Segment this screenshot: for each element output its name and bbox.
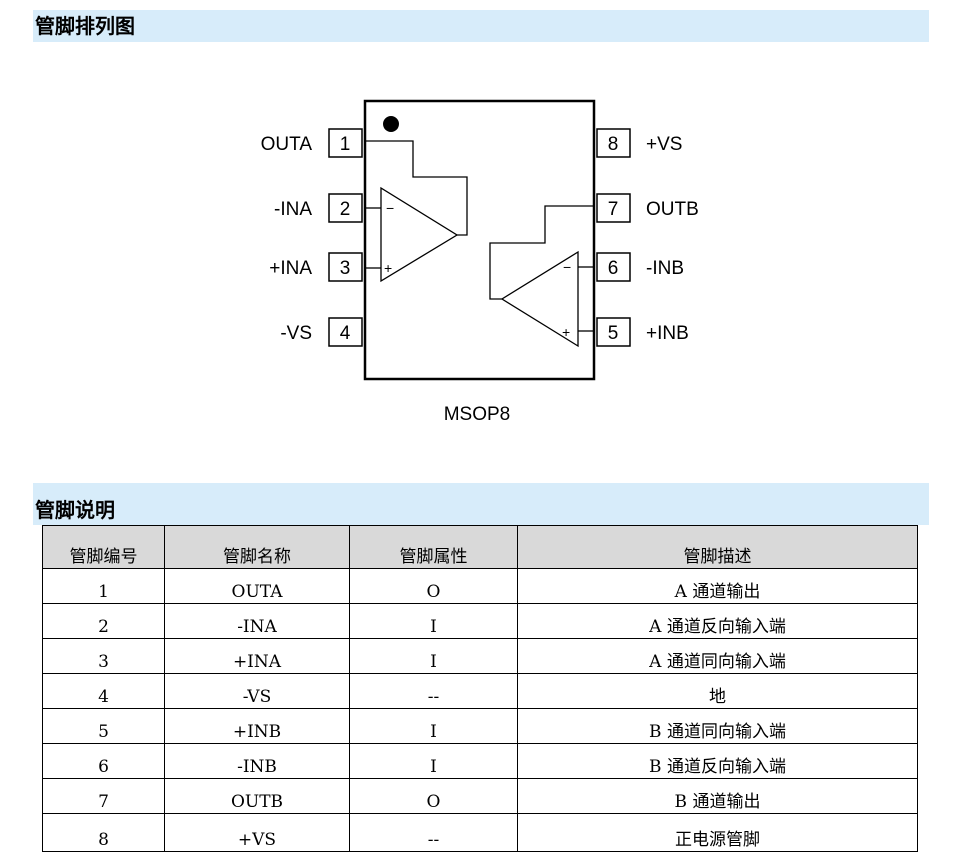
table-row: 4 -VS -- 地 <box>42 673 918 709</box>
opamp-a-minus-sign: − <box>386 200 394 216</box>
opamp-b-feedback-wire <box>489 205 594 300</box>
pinout-section-header: 管脚排列图 <box>33 10 929 42</box>
cell-pin-description: A 通道输出 <box>517 568 918 604</box>
cell-pin-name: +INA <box>164 638 350 674</box>
cell-pin-description: B 通道输出 <box>517 778 918 814</box>
cell-pin-description: B 通道同向输入端 <box>517 708 918 744</box>
cell-pin-attribute: I <box>349 603 518 639</box>
cell-pin-number: 4 <box>42 673 165 709</box>
cell-pin-number: 7 <box>42 778 165 814</box>
table-header-row: 管脚编号 管脚名称 管脚属性 管脚描述 <box>42 525 918 569</box>
table-row: 1 OUTA O A 通道输出 <box>42 568 918 604</box>
opamp-b-minus-sign: − <box>563 259 571 275</box>
pin-name: +INA <box>269 258 312 279</box>
table-row: 3 +INA I A 通道同向输入端 <box>42 638 918 674</box>
cell-pin-number: 5 <box>42 708 165 744</box>
header-pin-name: 管脚名称 <box>164 525 350 569</box>
pin-name: OUTB <box>646 199 699 220</box>
cell-pin-number: 8 <box>42 813 165 852</box>
right-pin-8: 8 +VS <box>596 128 682 158</box>
cell-pin-name: OUTA <box>164 568 350 604</box>
cell-pin-attribute: I <box>349 638 518 674</box>
pin-number: 6 <box>608 258 619 279</box>
header-pin-description: 管脚描述 <box>517 525 918 569</box>
pin-number: 8 <box>608 134 619 155</box>
pin-number: 4 <box>340 323 351 344</box>
cell-pin-name: -VS <box>164 673 350 709</box>
pin-number: 2 <box>340 199 351 220</box>
package-label: MSOP8 <box>444 404 511 425</box>
pin-name: -VS <box>280 323 312 344</box>
cell-pin-name: +INB <box>164 708 350 744</box>
pin-name: +INB <box>646 323 689 344</box>
pinout-diagram: 1 OUTA 2 -INA 3 +INA 4 -VS 8 +VS 7 OUTB … <box>261 99 699 425</box>
table-row: 6 -INB I B 通道反向输入端 <box>42 743 918 779</box>
cell-pin-attribute: O <box>349 568 518 604</box>
opamp-a-triangle <box>380 186 459 283</box>
left-pin-2: 2 -INA <box>274 193 363 223</box>
pin-number: 5 <box>608 323 619 344</box>
table-row: 8 +VS -- 正电源管脚 <box>42 813 918 852</box>
opamp-a-plus-sign: + <box>384 260 392 276</box>
pin-name: OUTA <box>261 134 313 155</box>
opamp-b-plus-sign: + <box>562 324 570 340</box>
table-row: 2 -INA I A 通道反向输入端 <box>42 603 918 639</box>
description-section-header: 管脚说明 <box>33 483 929 525</box>
cell-pin-name: -INB <box>164 743 350 779</box>
cell-pin-attribute: -- <box>349 673 518 709</box>
cell-pin-number: 6 <box>42 743 165 779</box>
right-pin-6: 6 -INB <box>596 252 684 282</box>
cell-pin-description: B 通道反向输入端 <box>517 743 918 779</box>
cell-pin-number: 3 <box>42 638 165 674</box>
pin-number: 7 <box>608 199 619 220</box>
right-pin-5: 5 +INB <box>596 317 689 347</box>
cell-pin-description: A 通道同向输入端 <box>517 638 918 674</box>
header-pin-attribute: 管脚属性 <box>349 525 518 569</box>
package-body <box>363 99 596 381</box>
pin-name: -INA <box>274 199 312 220</box>
right-pin-7: 7 OUTB <box>596 193 699 223</box>
pin1-marker-dot <box>383 116 399 132</box>
opamp-a-feedback-wire <box>365 140 468 236</box>
cell-pin-name: +VS <box>164 813 350 852</box>
cell-pin-attribute: -- <box>349 813 518 852</box>
cell-pin-name: -INA <box>164 603 350 639</box>
cell-pin-attribute: I <box>349 743 518 779</box>
pinout-section-title: 管脚排列图 <box>35 14 135 38</box>
cell-pin-description: 正电源管脚 <box>517 813 918 852</box>
pin-name: -INB <box>646 258 684 279</box>
table-row: 5 +INB I B 通道同向输入端 <box>42 708 918 744</box>
left-pin-1: 1 OUTA <box>261 128 363 158</box>
cell-pin-number: 1 <box>42 568 165 604</box>
opamp-b-triangle <box>500 250 579 348</box>
table-row: 7 OUTB O B 通道输出 <box>42 778 918 814</box>
cell-pin-description: A 通道反向输入端 <box>517 603 918 639</box>
cell-pin-attribute: I <box>349 708 518 744</box>
left-pin-4: 4 -VS <box>280 317 363 347</box>
header-pin-number: 管脚编号 <box>42 525 165 569</box>
left-pin-3: 3 +INA <box>269 252 363 282</box>
cell-pin-number: 2 <box>42 603 165 639</box>
cell-pin-name: OUTB <box>164 778 350 814</box>
opamp-b <box>489 205 594 348</box>
pin-name: +VS <box>646 134 682 155</box>
pin-description-table: 管脚编号 管脚名称 管脚属性 管脚描述 1 OUTA O A 通道输出 2 -I… <box>42 525 918 852</box>
opamp-a <box>365 140 468 283</box>
cell-pin-description: 地 <box>517 673 918 709</box>
pin-number: 1 <box>340 134 351 155</box>
description-section-title: 管脚说明 <box>35 498 115 522</box>
pin-number: 3 <box>340 258 351 279</box>
cell-pin-attribute: O <box>349 778 518 814</box>
